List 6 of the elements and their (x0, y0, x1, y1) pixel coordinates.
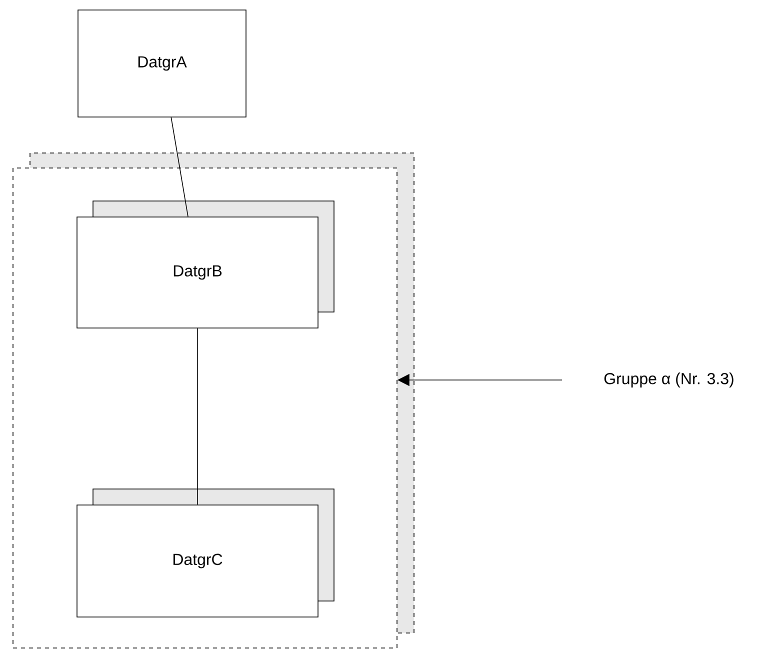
connector-line (197, 328, 198, 505)
stacked-box: DatgrC (76, 488, 334, 618)
connector-line (170, 117, 188, 217)
process-box: DatgrA (78, 10, 246, 118)
callout-text: Gruppe α (Nr. 3.3) (604, 372, 734, 388)
stacked-box: DatgrB (76, 200, 334, 328)
